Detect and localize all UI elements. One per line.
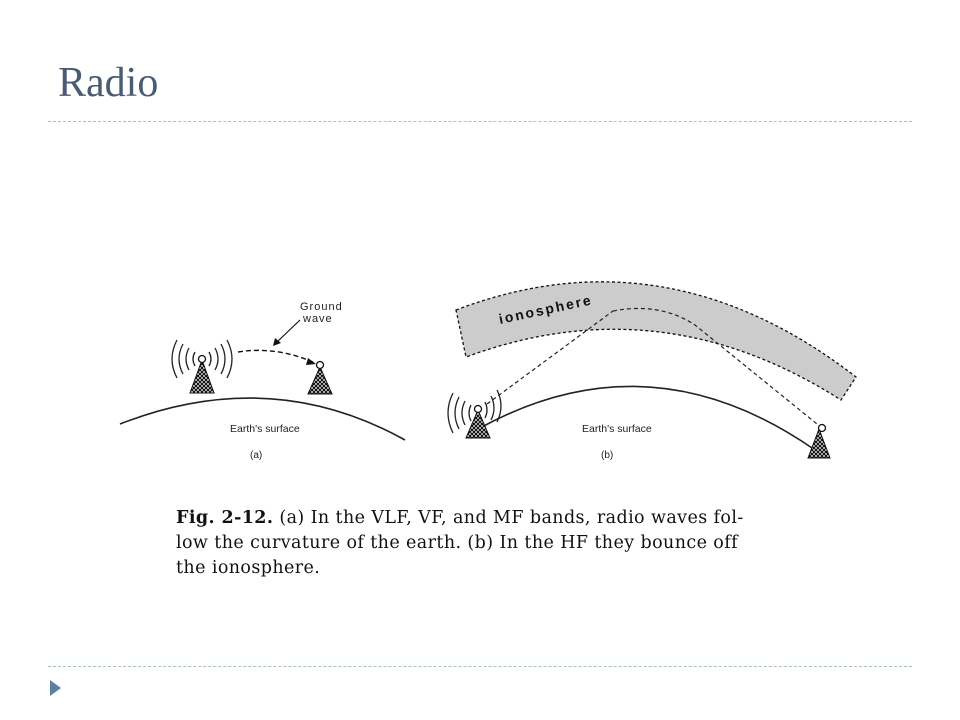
panel-b-label: (b) [601,450,613,461]
figure-caption: Fig. 2-12. (a) In the VLF, VF, and MF ba… [176,506,816,581]
ground-wave-label-line2: wave [302,313,333,325]
panel-a-label: (a) [250,450,262,461]
caption-line-2: low the curvature of the earth. (b) In t… [176,533,738,553]
sky-wave-down-path [612,307,818,425]
ground-wave-path [237,349,314,363]
antenna-tower-icon [807,423,831,459]
antenna-tower-icon [189,354,215,394]
earth-surface-label-b: Earth's surface [582,423,652,435]
radio-waves-icon [447,389,502,434]
ground-wave-leader [276,319,301,343]
earth-surface-curve-a [119,397,406,441]
sky-wave-up-path [486,310,614,405]
triangle-right-icon [50,680,61,696]
antenna-tower-icon [307,360,333,395]
radio-waves-icon [171,339,233,379]
slide-title: Radio [58,60,159,106]
earth-surface-curve-b [479,385,816,451]
antenna-tower-icon [465,404,491,439]
earth-surface-label-a: Earth's surface [230,423,300,435]
caption-line-1: (a) In the VLF, VF, and MF bands, radio … [273,508,744,528]
caption-figure-number: Fig. 2-12. [176,508,274,528]
ionosphere-layer [455,281,857,401]
top-divider [48,121,912,122]
ground-wave-leader-arrowhead [273,338,281,346]
caption-line-3: the ionosphere. [176,558,321,578]
ground-wave-label-line1: Ground [300,301,343,313]
bottom-divider [48,666,912,667]
ground-wave-arrowhead [306,358,316,365]
